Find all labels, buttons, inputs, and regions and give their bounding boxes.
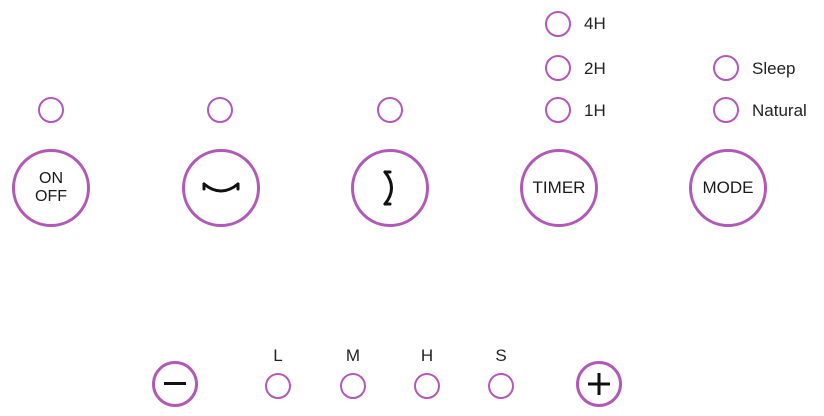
minus-icon	[164, 382, 186, 386]
timer-button-label: TIMER	[532, 178, 586, 197]
power-button[interactable]: ON OFF	[12, 149, 90, 227]
power-button-label-off: OFF	[35, 188, 67, 205]
power-button-label-on: ON	[39, 170, 63, 188]
timer-button[interactable]: TIMER	[520, 149, 598, 227]
rotate-indicator-led	[377, 97, 403, 123]
mode-sleep-label: Sleep	[752, 59, 796, 78]
mode-natural-label: Natural	[752, 101, 807, 120]
speed-s-led	[488, 373, 514, 399]
swing-icon	[201, 178, 241, 198]
swing-button[interactable]	[182, 149, 260, 227]
timer-4h-led	[545, 11, 571, 37]
mode-sleep-led	[713, 55, 739, 81]
power-indicator-led	[38, 97, 64, 123]
rotate-icon	[380, 168, 400, 208]
timer-4h-label: 4H	[584, 14, 606, 33]
mode-button[interactable]: MODE	[689, 149, 767, 227]
mode-button-label: MODE	[702, 178, 754, 197]
mode-natural-led	[713, 97, 739, 123]
timer-2h-label: 2H	[584, 59, 606, 78]
speed-l-led	[265, 373, 291, 399]
swing-indicator-led	[207, 97, 233, 123]
speed-label-l: L	[273, 346, 283, 365]
speed-h-led	[414, 373, 440, 399]
plus-icon	[588, 373, 610, 395]
timer-1h-label: 1H	[584, 101, 606, 120]
timer-1h-led	[545, 97, 571, 123]
speed-increase-button[interactable]	[576, 361, 622, 407]
timer-2h-led	[545, 55, 571, 81]
speed-label-m: M	[345, 346, 361, 365]
speed-decrease-button[interactable]	[152, 361, 198, 407]
speed-label-h: H	[420, 346, 434, 365]
speed-m-led	[340, 373, 366, 399]
speed-label-s: S	[495, 346, 507, 365]
rotate-button[interactable]	[351, 149, 429, 227]
